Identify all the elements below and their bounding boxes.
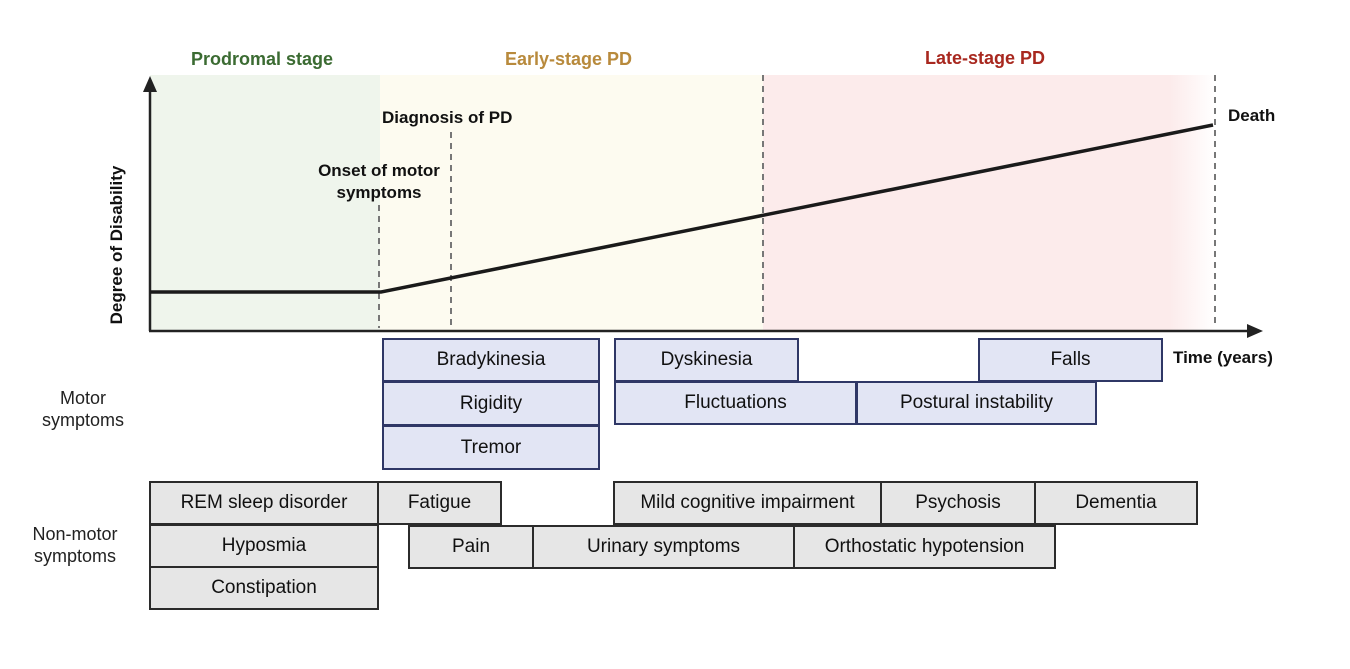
symptom-box-rem-sleep-disorder: REM sleep disorder [149, 481, 379, 525]
symptom-box-fluctuations: Fluctuations [614, 381, 857, 425]
early-region [380, 75, 763, 331]
symptom-box-dementia: Dementia [1034, 481, 1198, 525]
symptom-box-orthostatic-hypotension: Orthostatic hypotension [793, 525, 1056, 569]
nonmotor-row-label: Non-motor symptoms [32, 524, 118, 566]
symptom-box-tremor: Tremor [382, 425, 600, 470]
x-axis-arrow [1247, 324, 1263, 338]
late-stage-title: Late-stage PD [925, 48, 1046, 68]
symptom-box-constipation: Constipation [149, 566, 379, 610]
symptom-box-hyposmia: Hyposmia [149, 524, 379, 568]
y-axis-label: Degree of Disability [107, 165, 126, 325]
symptom-box-postural-instability: Postural instability [856, 381, 1097, 425]
disability-line [150, 123, 1214, 294]
symptom-box-bradykinesia: Bradykinesia [382, 338, 600, 382]
symptom-box-urinary-symptoms: Urinary symptoms [532, 525, 795, 569]
prodromal-region [150, 75, 380, 331]
symptom-box-dyskinesia: Dyskinesia [614, 338, 799, 382]
onset-label: Onset of motor symptoms [318, 161, 440, 202]
symptom-box-fatigue: Fatigue [377, 481, 502, 525]
symptom-box-rigidity: Rigidity [382, 381, 600, 426]
x-axis-label: Time (years) [1173, 348, 1273, 367]
diagnosis-label: Diagnosis of PD [382, 108, 513, 127]
early-stage-title: Early-stage PD [505, 49, 633, 69]
late-region [763, 75, 1215, 331]
prodromal-stage-title: Prodromal stage [191, 49, 334, 69]
y-axis-arrow [143, 76, 157, 92]
symptom-box-falls: Falls [978, 338, 1163, 382]
symptom-box-psychosis: Psychosis [880, 481, 1036, 525]
symptom-box-pain: Pain [408, 525, 534, 569]
death-label: Death [1228, 106, 1276, 125]
symptom-box-mild-cognitive-impairment: Mild cognitive impairment [613, 481, 882, 525]
motor-row-label: Motor symptoms [41, 388, 124, 430]
